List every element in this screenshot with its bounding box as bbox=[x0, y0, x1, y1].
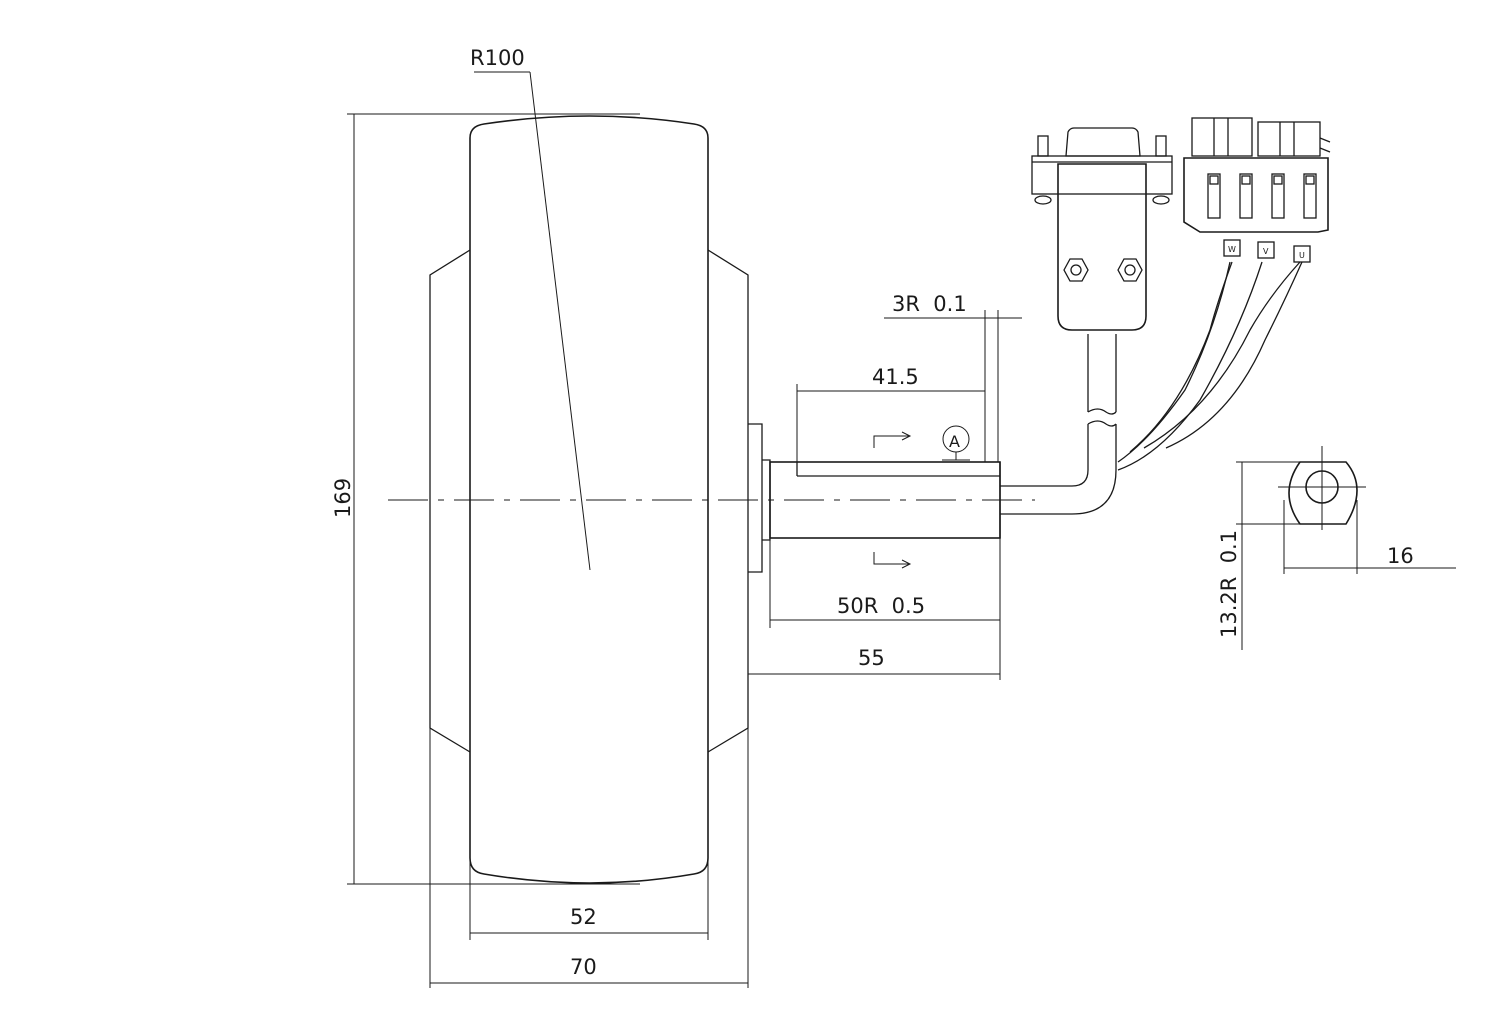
dim-flat-depth: 3R 0.1 bbox=[892, 292, 967, 316]
power-connector: W V U bbox=[1183, 117, 1331, 263]
tag-u bbox=[1293, 245, 1311, 263]
phase-u-label: U bbox=[1299, 251, 1305, 260]
dim-shaft-diameter: 16 bbox=[1387, 544, 1414, 568]
phase-v-label: V bbox=[1263, 247, 1269, 256]
dim-flat-height: 13.2R 0.1 bbox=[1217, 530, 1241, 638]
hub-body bbox=[429, 249, 749, 753]
tire-outline bbox=[469, 115, 709, 884]
dim-overall-height: 169 bbox=[331, 478, 355, 518]
cables bbox=[1000, 261, 1303, 515]
dim-shaft-total: 55 bbox=[858, 646, 885, 670]
dim-shaft-exposed: 50R 0.5 bbox=[837, 594, 925, 618]
dim-radius: R100 bbox=[470, 46, 525, 70]
flange-plate bbox=[748, 423, 763, 573]
shaft-section bbox=[1278, 446, 1366, 530]
datum-label: A bbox=[949, 432, 960, 451]
dim-overall-width: 70 bbox=[570, 955, 597, 979]
dim-tire-width: 52 bbox=[570, 905, 597, 929]
tag-w bbox=[1223, 239, 1241, 257]
tag-v bbox=[1257, 241, 1275, 259]
signal-connector bbox=[1031, 127, 1173, 331]
phase-w-label: W bbox=[1228, 245, 1236, 254]
dim-flat-length: 41.5 bbox=[872, 365, 919, 389]
wheel bbox=[429, 115, 763, 884]
dimension-lines bbox=[347, 71, 1456, 988]
